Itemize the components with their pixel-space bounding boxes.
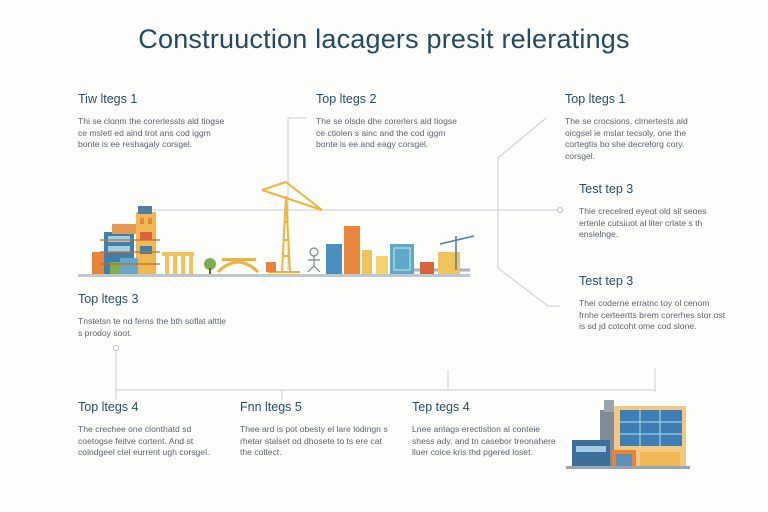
scaffold-building-illustration bbox=[92, 206, 160, 274]
step-heading: Test tep 3 bbox=[579, 274, 634, 288]
step-heading: Tep tegs 4 bbox=[412, 400, 470, 414]
step-block-3: Top ltegs 1 The se crocsions. clmertests… bbox=[565, 92, 715, 162]
step-description: Thee ard is pot obesty el lare lodingn s… bbox=[240, 424, 388, 457]
step-description: The se crocsions. clmertests ald oicgsel… bbox=[565, 116, 688, 161]
robot-figure-illustration bbox=[307, 247, 321, 273]
step-block-5: Test tep 3 Thei coderne erratnc toy ol c… bbox=[579, 274, 729, 333]
step-heading: Top ltegs 1 bbox=[565, 92, 626, 106]
step-heading: Top ltegs 2 bbox=[316, 92, 377, 106]
step-block-8: Fnn ltegs 5 Thee ard is pot obesty el la… bbox=[240, 400, 390, 459]
step-description: Thi se clonm the corerlessts ald tiogse … bbox=[78, 116, 225, 149]
step-heading: Fnn ltegs 5 bbox=[240, 400, 302, 414]
step-block-1: Tiw ltegs 1 Thi se clonm the corerlessts… bbox=[78, 92, 228, 151]
step-block-9: Tep tegs 4 Lnee antags erectistion al co… bbox=[412, 400, 562, 459]
step-heading: Top ltegs 3 bbox=[78, 292, 139, 306]
step-description: The crechee one clonthatd sd coetogse fe… bbox=[78, 424, 210, 457]
step-heading: Tiw ltegs 1 bbox=[78, 92, 138, 106]
page-title: Construuction lacagers presit relerating… bbox=[138, 24, 630, 54]
colonnade-illustration bbox=[162, 252, 194, 274]
step-block-2: Top ltegs 2 The se olsde dhe corerlers a… bbox=[316, 92, 466, 151]
step-block-6: Top ltegs 3 Tnstetsn te nd ferns the bth… bbox=[78, 292, 228, 339]
step-block-4: Test tep 3 Thie crecelred eyeot old sil … bbox=[579, 182, 729, 241]
step-description: Tnstetsn te nd ferns the bth soflat altt… bbox=[78, 316, 227, 338]
crane-illustration bbox=[261, 181, 323, 273]
step-description: The se olsde dhe corerlers ald tiogse ce… bbox=[316, 116, 457, 149]
step-heading: Top ltegs 4 bbox=[78, 400, 139, 414]
step-description: Thie crecelred eyeot old sil seoes erten… bbox=[579, 206, 707, 239]
step-description: Lnee antags erectistion al conteie shess… bbox=[412, 424, 556, 457]
step-description: Thei coderne erratnc toy ol cenom frnhe … bbox=[579, 298, 726, 331]
step-heading: Test tep 3 bbox=[579, 182, 634, 196]
office-building-illustration bbox=[566, 400, 690, 469]
step-block-7: Top ltegs 4 The crechee one clonthatd sd… bbox=[78, 400, 228, 459]
